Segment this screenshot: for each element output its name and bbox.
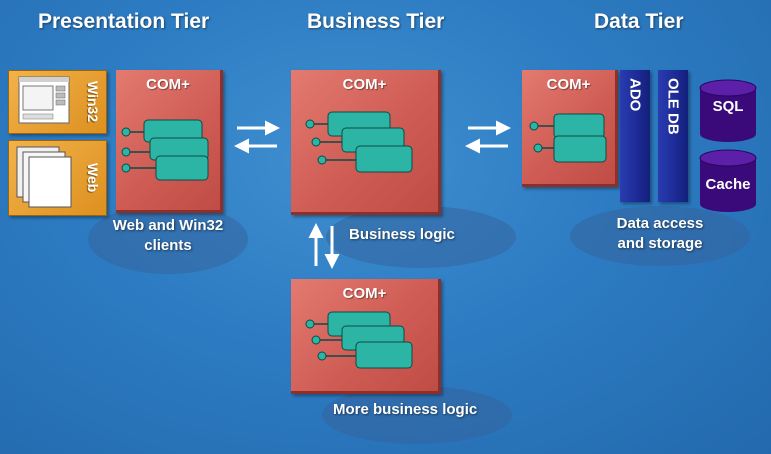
- sql-database: SQL: [699, 79, 757, 142]
- sql-cylinder-icon: [699, 79, 757, 142]
- data-com-label: COM+: [546, 76, 591, 93]
- sql-label: SQL: [712, 98, 744, 115]
- presentation-component-stack: [121, 119, 209, 181]
- data-caption: Data access and storage: [590, 214, 730, 254]
- data-caption-line1: Data access: [616, 215, 704, 232]
- more-business-caption: More business logic: [333, 401, 478, 418]
- win32-window-icon: [18, 76, 70, 124]
- business-component-stack: [305, 111, 413, 173]
- more-business-caption-ellipse: [322, 386, 512, 444]
- cache-database: Cache: [699, 149, 757, 212]
- cache-cylinder-icon: [699, 149, 757, 212]
- data-caption-ellipse: [570, 206, 750, 266]
- presentation-tier-title: Presentation Tier: [38, 10, 210, 33]
- ado-layer: ADO: [620, 70, 650, 202]
- web-client: Web: [8, 140, 107, 216]
- cache-label: Cache: [705, 176, 751, 193]
- presentation-caption: Web and Win32 clients: [98, 216, 238, 256]
- data-component-stack: [529, 113, 607, 163]
- business-caption-ellipse: [326, 206, 516, 268]
- web-pages-icon: [16, 146, 72, 208]
- web-label: Web: [85, 163, 101, 193]
- data-tier-title: Data Tier: [594, 10, 684, 33]
- oledb-layer: OLE DB: [658, 70, 688, 202]
- business-caption: Business logic: [349, 226, 455, 243]
- ado-label: ADO: [626, 78, 644, 112]
- business-tier-title: Business Tier: [307, 10, 445, 33]
- presentation-caption-line1: Web and Win32: [112, 217, 224, 234]
- win32-client: Win32: [8, 70, 107, 134]
- data-caption-line2: and storage: [617, 235, 703, 252]
- more-business-com-label: COM+: [342, 285, 387, 302]
- oledb-label: OLE DB: [664, 78, 682, 135]
- business-com-label: COM+: [342, 76, 387, 93]
- win32-label: Win32: [85, 81, 101, 123]
- presentation-caption-line2: clients: [144, 237, 192, 254]
- presentation-com-label: COM+: [146, 76, 190, 93]
- more-business-component-stack: [305, 311, 413, 369]
- presentation-caption-ellipse: [88, 204, 248, 274]
